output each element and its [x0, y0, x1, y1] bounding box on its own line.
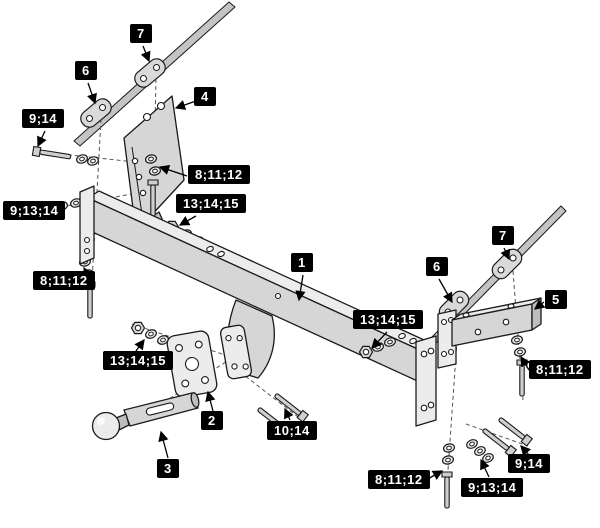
part-label-9-14-left: 9;14	[22, 109, 65, 128]
part-label-8-11-12-right-upper: 8;11;12	[529, 360, 591, 379]
part-label-5: 5	[545, 290, 567, 309]
part-label-13-14-15-upper: 13;14;15	[176, 194, 247, 213]
bolt-set-9-14-left	[31, 145, 101, 168]
part-label-8-11-12-left-upper: 8;11;12	[188, 165, 250, 184]
gooseneck	[219, 299, 275, 380]
part-label-6-right: 6	[426, 257, 448, 276]
part-label-10-14: 10;14	[267, 421, 317, 440]
washer-bolt-8-11-12-right-upper	[510, 334, 528, 397]
part-label-1: 1	[291, 253, 313, 272]
part-label-7-right: 7	[492, 226, 514, 245]
part-label-13-14-15-right: 13;14;15	[353, 310, 424, 329]
washer-bolt-8-11-12-right-lower	[441, 442, 456, 509]
side-bracket-right-part5	[437, 297, 542, 369]
part-label-9-13-14-left: 9;13;14	[3, 201, 66, 220]
flange-plate-part2	[166, 330, 218, 398]
part-label-9-13-14-right: 9;13;14	[461, 478, 524, 497]
part-label-8-11-12-right-lower: 8;11;12	[368, 470, 430, 489]
crossbeam-part1	[79, 185, 437, 427]
part-label-7-left: 7	[130, 24, 152, 43]
part-label-9-14-right: 9;14	[508, 454, 551, 473]
part-label-4: 4	[194, 87, 216, 106]
part-label-13-14-15-left-lower: 13;14;15	[103, 351, 174, 370]
tow-ball-arm-part3	[91, 392, 200, 441]
part-label-3: 3	[157, 459, 179, 478]
part-label-8-11-12-left-lower: 8;11;12	[33, 271, 95, 290]
washer-set-9-13-14-right	[464, 437, 496, 465]
part-label-2: 2	[201, 411, 223, 430]
part-label-6-left: 6	[75, 61, 97, 80]
